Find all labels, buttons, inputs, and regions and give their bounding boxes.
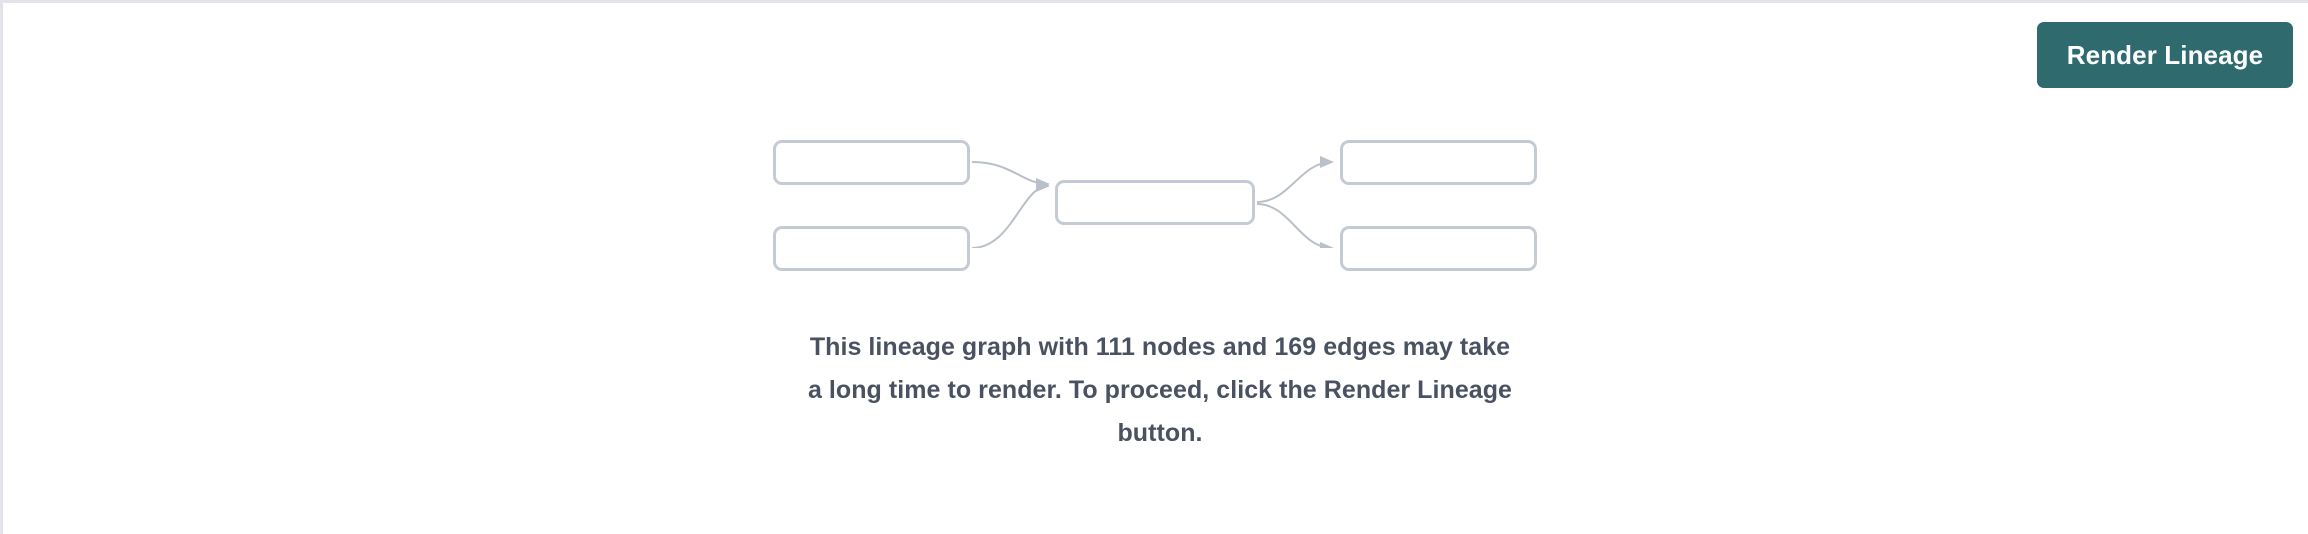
- edge-left-bottom-to-center: [971, 180, 1050, 248]
- lineage-node-right-bottom: [1340, 226, 1537, 271]
- lineage-node-left-bottom: [773, 226, 970, 271]
- lineage-node-right-top: [1340, 140, 1537, 185]
- lineage-node-center: [1055, 180, 1255, 225]
- lineage-node-left-top: [773, 140, 970, 185]
- lineage-warning-line-1: This lineage graph with 111 nodes and 16…: [809, 333, 1511, 361]
- panel-top-divider: [0, 0, 2308, 3]
- lineage-warning-line-2: a long time to render. To proceed, click…: [807, 376, 1513, 404]
- edge-center-to-right-top: [1256, 156, 1334, 203]
- lineage-warning-line-3: button.: [1117, 419, 1203, 447]
- lineage-edges-svg: [971, 156, 1334, 248]
- edge-left-top-to-center: [971, 161, 1050, 190]
- edge-center-to-right-bottom: [1256, 203, 1334, 248]
- render-lineage-button[interactable]: Render Lineage: [2037, 22, 2293, 88]
- lineage-warning-message: This lineage graph with 111 nodes and 16…: [760, 326, 1560, 455]
- panel-left-divider: [0, 3, 3, 534]
